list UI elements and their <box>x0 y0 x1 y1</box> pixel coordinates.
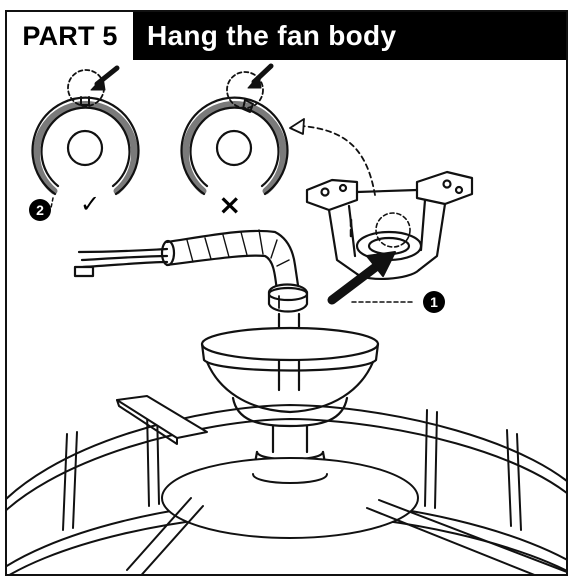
callout-step-1: 1 <box>423 291 445 313</box>
canopy-illustration <box>200 326 380 476</box>
fan-assembly-illustration <box>7 63 566 574</box>
wires-and-downrod-illustration <box>73 229 309 382</box>
header-bar: PART 5 Hang the fan body <box>7 12 566 60</box>
correct-checkmark: ✓ <box>80 190 101 218</box>
fan-cage-illustration <box>7 395 566 574</box>
mounting-bracket-illustration <box>305 170 474 305</box>
ring-correct-illustration <box>31 65 140 209</box>
incorrect-cross-mark: × <box>218 188 242 221</box>
diagram-frame: PART 5 Hang the fan body <box>5 10 568 576</box>
ring-incorrect-illustration <box>180 63 289 196</box>
part-number-box: PART 5 <box>7 12 135 60</box>
part-label: PART 5 <box>22 20 118 51</box>
page-title: Hang the fan body <box>147 20 397 51</box>
callout-step-2: 2 <box>29 199 51 221</box>
